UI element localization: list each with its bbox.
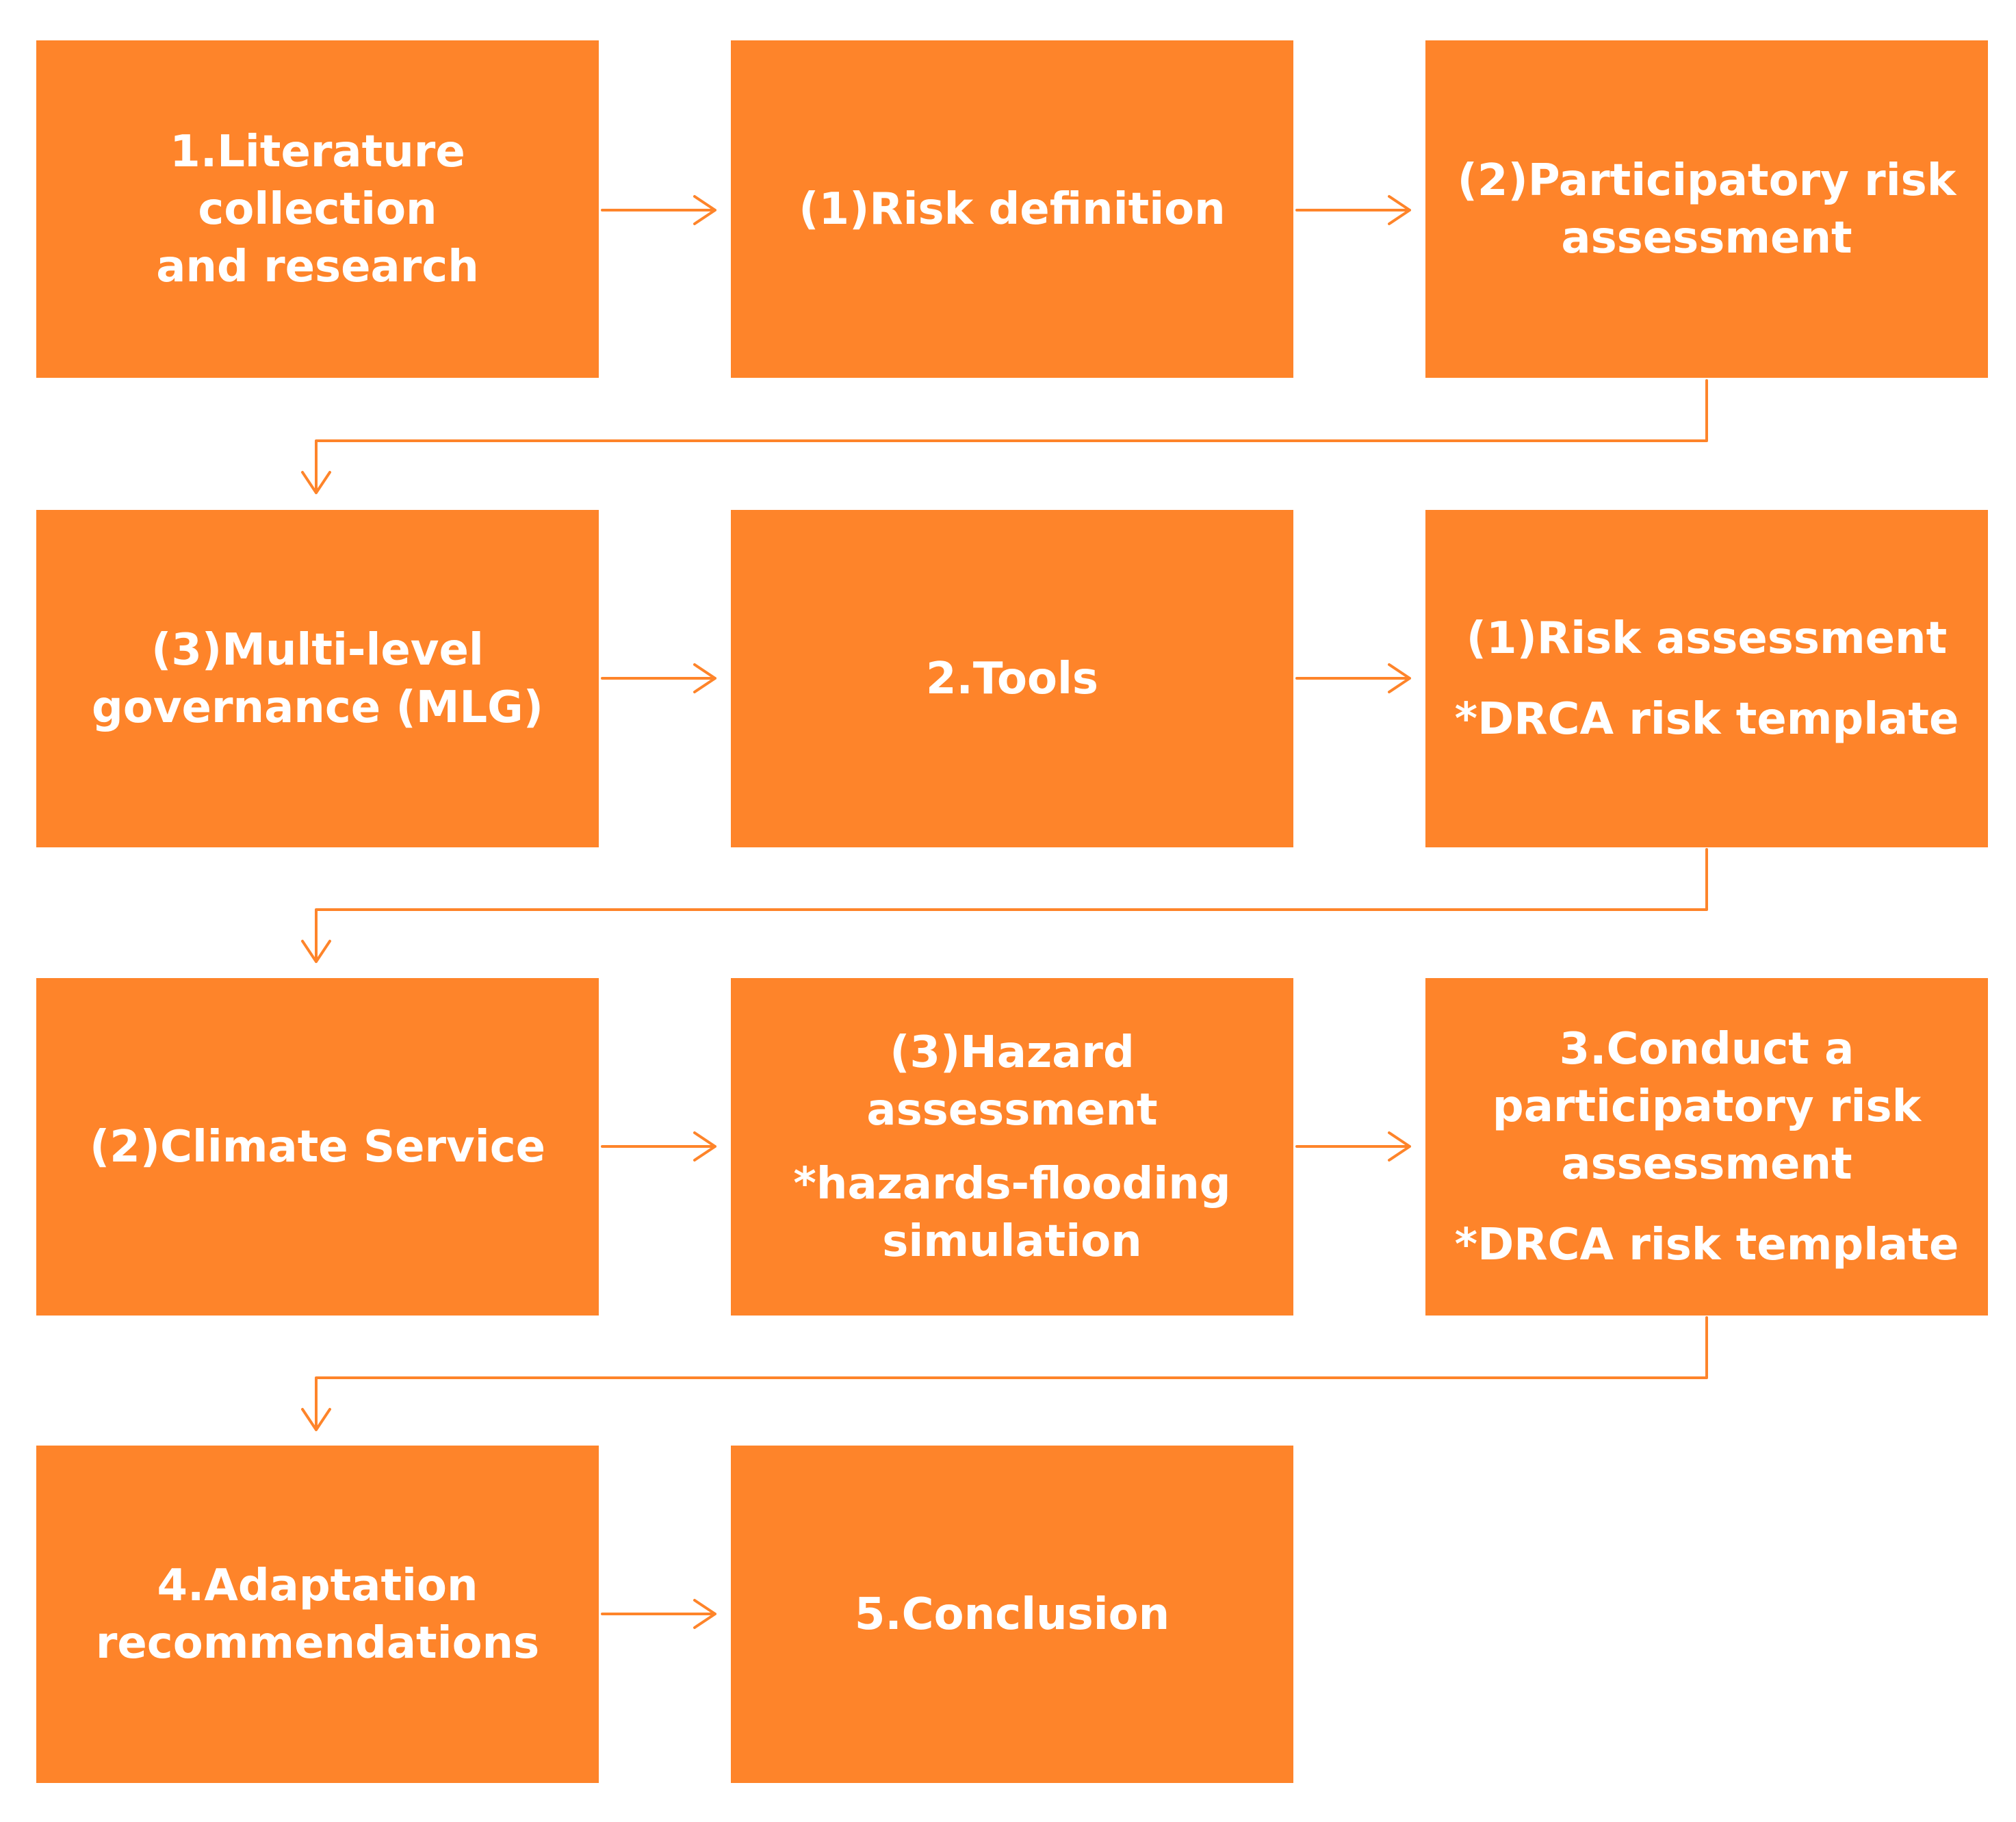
box-climate-service: (2)Climate Service bbox=[36, 978, 599, 1316]
box-label-line: (3)Hazard assessment bbox=[866, 1027, 1158, 1135]
box-hazard-assessment: (3)Hazard assessment *hazards-flooding s… bbox=[731, 978, 1293, 1316]
arrow-box9-to-box10 bbox=[301, 1316, 1708, 1431]
arrow-box2-to-box3 bbox=[1295, 195, 1411, 225]
box-label-line: (3)Multi-level bbox=[151, 624, 484, 676]
box-label-line: 3.Conduct a bbox=[1559, 1023, 1855, 1075]
arrow-box6-to-box7 bbox=[301, 848, 1708, 963]
arrow-box5-to-box6 bbox=[1295, 663, 1411, 693]
box-note: *DRCA risk template bbox=[1454, 1219, 1959, 1270]
box-label-line: 4.Adaptation bbox=[157, 1560, 478, 1611]
box-label-line: and research bbox=[156, 241, 479, 292]
box-label-line: 5.Conclusion bbox=[854, 1589, 1170, 1640]
arrow-box1-to-box2 bbox=[601, 195, 716, 225]
arrow-box3-to-box4 bbox=[301, 379, 1708, 494]
box-label-line: governance (MLG) bbox=[92, 682, 543, 733]
arrow-box8-to-box9 bbox=[1295, 1131, 1411, 1162]
box-conclusion: 5.Conclusion bbox=[731, 1446, 1293, 1783]
box-participatory-risk-assessment: (2)Participatory risk assessment bbox=[1425, 40, 1988, 378]
box-literature-collection: 1.Literature collection and research bbox=[36, 40, 599, 378]
box-conduct-participatory-risk-assessment: 3.Conduct a participatory risk assessmen… bbox=[1425, 978, 1988, 1316]
box-label-line: (1)Risk definition bbox=[799, 183, 1226, 235]
box-label-line: participatory risk bbox=[1492, 1081, 1922, 1132]
box-risk-assessment: (1)Risk assessment *DRCA risk template bbox=[1425, 510, 1988, 847]
box-label-line: (2)Participatory risk bbox=[1457, 155, 1956, 206]
box-label-line: assessment bbox=[1561, 212, 1852, 264]
box-tools: 2.Tools bbox=[731, 510, 1293, 847]
box-multi-level-governance: (3)Multi-level governance (MLG) bbox=[36, 510, 599, 847]
arrow-box4-to-box5 bbox=[601, 663, 716, 693]
box-note: *DRCA risk template bbox=[1454, 693, 1959, 745]
box-label-line: assessment bbox=[1561, 1138, 1852, 1190]
arrow-box10-to-box11 bbox=[601, 1599, 716, 1629]
arrow-box7-to-box8 bbox=[601, 1131, 716, 1162]
box-adaptation-recommendations: 4.Adaptation recommendations bbox=[36, 1446, 599, 1783]
box-note: *hazards-flooding simulation bbox=[793, 1158, 1231, 1267]
box-label-line: 2.Tools bbox=[926, 653, 1098, 704]
box-label-line: 1.Literature collection bbox=[170, 126, 465, 235]
box-label-line: recommendations bbox=[95, 1617, 540, 1669]
box-label-line: (1)Risk assessment bbox=[1466, 613, 1948, 664]
box-label-line: (2)Climate Service bbox=[89, 1121, 546, 1172]
box-risk-definition: (1)Risk definition bbox=[731, 40, 1293, 378]
